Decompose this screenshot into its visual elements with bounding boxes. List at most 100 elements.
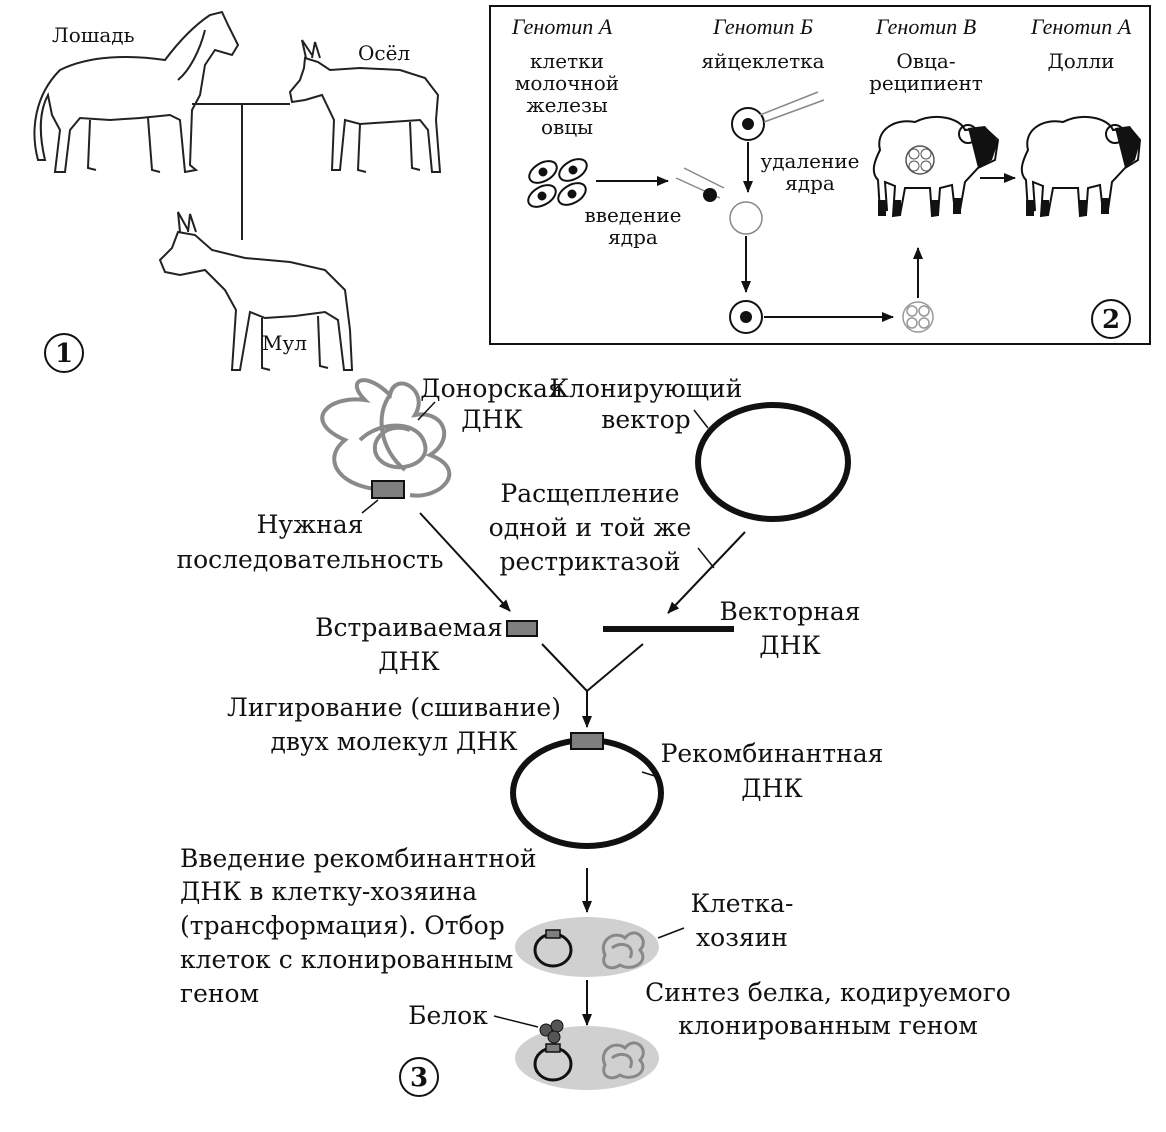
svg-text:ядра: ядра xyxy=(608,225,658,249)
dolly-sheep xyxy=(1020,115,1142,218)
cross-lines xyxy=(192,103,290,240)
needed-sequence-label: Нужная последовательность xyxy=(176,510,443,574)
svg-text:Рекомбинантная: Рекомбинантная xyxy=(661,739,884,768)
svg-text:клонированным геном: клонированным геном xyxy=(678,1011,978,1040)
svg-text:Встраиваемая: Встраиваемая xyxy=(315,613,503,642)
donor-dna-label: Донорская ДНК xyxy=(420,374,563,434)
ligation-label: Лигирование (сшивание) двух молекул ДНК xyxy=(227,693,561,756)
vector-dna-label: Векторная ДНК xyxy=(719,597,860,660)
svg-text:Овца-: Овца- xyxy=(896,49,955,73)
horse-illustration xyxy=(33,10,240,174)
mule-illustration xyxy=(158,211,354,371)
arrow-vector-to-linear xyxy=(667,531,746,614)
svg-text:Клонирующий: Клонирующий xyxy=(550,374,743,403)
needed-sequence-leader xyxy=(361,499,379,514)
panel-1-number: 1 xyxy=(55,339,73,369)
needed-sequence-marker xyxy=(371,480,405,499)
genotype-v-header: Генотип В xyxy=(875,14,976,39)
svg-text:последовательность: последовательность xyxy=(176,545,443,574)
host-cell-leader xyxy=(657,927,685,939)
svg-text:Нужная: Нужная xyxy=(257,510,364,539)
svg-text:рестриктазой: рестриктазой xyxy=(499,547,680,576)
insert-dna-label: Встраиваемая ДНК xyxy=(315,613,503,676)
merge-lines xyxy=(541,643,644,692)
recombinant-dna-ring xyxy=(510,737,664,849)
embryo xyxy=(902,301,934,333)
panel-3-number: 3 xyxy=(410,1063,428,1093)
donkey-illustration xyxy=(288,39,442,173)
mammary-cells-label: клетки молочной железы овцы xyxy=(515,49,619,139)
svg-text:двух молекул ДНК: двух молекул ДНК xyxy=(270,727,518,756)
protein-molecules xyxy=(539,1019,564,1044)
svg-text:овцы: овцы xyxy=(541,115,593,139)
panel-1-number-circle xyxy=(44,333,84,373)
svg-text:вектор: вектор xyxy=(601,405,690,434)
svg-text:Векторная: Векторная xyxy=(719,597,860,626)
genotype-b-header: Генотип Б xyxy=(712,14,813,39)
svg-text:(трансформация). Отбор: (трансформация). Отбор xyxy=(180,911,505,940)
panel-2-frame xyxy=(489,5,1151,345)
transformation-label: Введение рекомбинантной ДНК в клетку-хоз… xyxy=(180,844,537,1008)
donkey-label: Осёл xyxy=(358,41,410,65)
svg-text:ДНК: ДНК xyxy=(741,774,803,803)
svg-text:хозяин: хозяин xyxy=(696,923,788,952)
svg-text:одной и той же: одной и той же xyxy=(489,513,692,542)
svg-text:Синтез белка, кодируемого: Синтез белка, кодируемого xyxy=(645,978,1011,1007)
genotype-a-header: Генотип А xyxy=(511,14,613,39)
recipient-label: Овца- реципиент xyxy=(869,49,983,95)
recipient-sheep xyxy=(872,115,1000,218)
cloning-vector-ring xyxy=(695,402,851,522)
enucleation-label: удаление ядра xyxy=(760,149,859,195)
protein-label: Белок xyxy=(408,1001,488,1030)
host-cell-label: Клетка- хозяин xyxy=(691,889,794,952)
svg-text:реципиент: реципиент xyxy=(869,71,983,95)
mammary-cells xyxy=(527,158,588,208)
svg-text:клеток с клонированным: клеток с клонированным xyxy=(180,945,513,974)
svg-text:молочной: молочной xyxy=(515,71,619,95)
svg-text:клетки: клетки xyxy=(530,49,604,73)
egg-cell-label: яйцеклетка xyxy=(701,49,824,73)
host-cell-producing xyxy=(515,1026,659,1090)
recombinant-dna-label: Рекомбинантная ДНК xyxy=(661,739,884,803)
insert-dna-fragment xyxy=(506,620,538,637)
panel-3-number-circle xyxy=(399,1057,439,1097)
nucleus-pipette xyxy=(675,167,725,202)
svg-text:геном: геном xyxy=(180,979,259,1008)
svg-text:ДНК: ДНК xyxy=(378,647,440,676)
svg-text:железы: железы xyxy=(526,93,608,117)
panel-3-gene-cloning: Донорская ДНК Клонирующий вектор Нужная … xyxy=(176,374,1011,1097)
svg-text:введение: введение xyxy=(584,203,681,227)
arrow-donor-to-insert xyxy=(419,512,511,612)
panel-2-number: 2 xyxy=(1102,305,1120,335)
donor-dna-coil xyxy=(320,378,452,498)
svg-text:ДНК: ДНК xyxy=(461,405,523,434)
mule-label: Мул xyxy=(262,331,307,355)
enucleated-egg xyxy=(729,201,763,235)
panel-2-cloning: Генотип А Генотип Б Генотип В Генотип А … xyxy=(489,5,1151,345)
horse-label: Лошадь xyxy=(52,23,135,47)
svg-text:Расщепление: Расщепление xyxy=(500,479,679,508)
svg-text:Лигирование (сшивание): Лигирование (сшивание) xyxy=(227,693,561,722)
cloning-vector-label: Клонирующий вектор xyxy=(550,374,743,434)
svg-text:ДНК: ДНК xyxy=(759,631,821,660)
genotype-a2-header: Генотип А xyxy=(1030,14,1132,39)
protein-synthesis-label: Синтез белка, кодируемого клонированным … xyxy=(645,978,1011,1040)
svg-text:Донорская: Донорская xyxy=(420,374,563,403)
dolly-label: Долли xyxy=(1047,49,1114,73)
donor-dna-leader xyxy=(417,401,436,421)
egg-cell-top xyxy=(731,91,825,141)
svg-text:удаление: удаление xyxy=(760,149,859,173)
recombinant-insert xyxy=(570,732,604,750)
fused-egg xyxy=(729,300,763,334)
cleavage-leader xyxy=(697,547,715,569)
panel-2-number-circle xyxy=(1091,299,1131,339)
cleavage-label: Расщепление одной и той же рестриктазой xyxy=(489,479,692,576)
protein-leader xyxy=(493,1015,539,1028)
nucleus-insertion-label: введение ядра xyxy=(584,203,681,249)
svg-text:Введение рекомбинантной: Введение рекомбинантной xyxy=(180,844,537,873)
vector-leader xyxy=(693,409,709,429)
recombinant-leader xyxy=(641,771,659,778)
svg-text:ДНК в клетку-хозяина: ДНК в клетку-хозяина xyxy=(180,877,477,906)
svg-text:Клетка-: Клетка- xyxy=(691,889,794,918)
